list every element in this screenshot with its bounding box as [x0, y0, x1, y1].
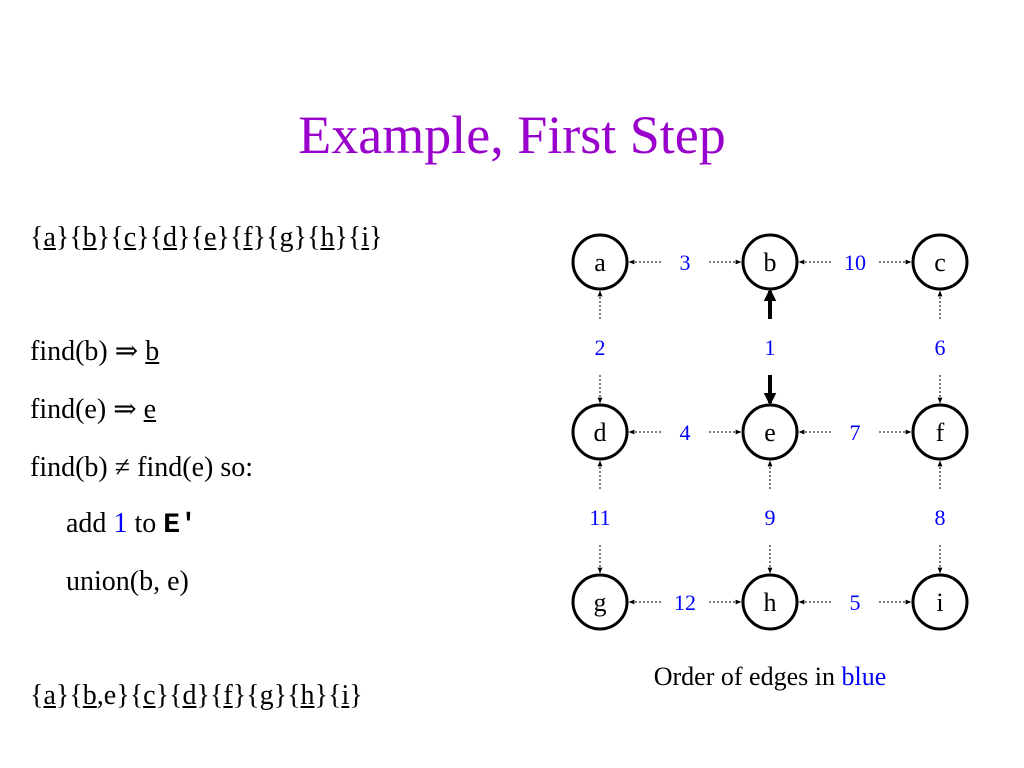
set-element: e	[203, 222, 217, 253]
find-b-line: find(b) ⇒ b	[30, 334, 159, 370]
edge-weight-label: 2	[595, 335, 606, 360]
graph-node-d	[571, 403, 629, 461]
union-line: union(b, e)	[66, 566, 189, 597]
graph-node-label: c	[934, 248, 946, 277]
set-element: i	[361, 222, 370, 253]
set-element: g	[259, 680, 274, 711]
find-e-call: find(e)	[30, 394, 107, 425]
set-element: c	[143, 680, 156, 711]
graph-node-label: i	[936, 588, 943, 617]
graph-node-b	[741, 233, 799, 291]
edge-weight-label: 10	[844, 250, 866, 275]
edge-weight-label: 8	[935, 505, 946, 530]
edge-weight-label: 5	[850, 590, 861, 615]
graph-node-label: b	[764, 248, 777, 277]
graph-node-label: a	[594, 248, 606, 277]
find-b-result: b	[145, 336, 160, 367]
compare-left: find(b)	[30, 452, 108, 483]
graph-node-label: d	[594, 418, 607, 447]
graph-node-f	[911, 403, 969, 461]
add-edge-line: add 1 to E′	[66, 506, 197, 544]
graph-node-i	[911, 573, 969, 631]
compare-line: find(b) ≠ find(e) so:	[30, 450, 253, 486]
set-element: g	[279, 222, 294, 253]
graph-node-g	[571, 573, 629, 631]
implies-symbol: ⇒	[114, 336, 139, 367]
edge-weight-label: 11	[589, 505, 610, 530]
compare-right: find(e) so:	[137, 452, 253, 483]
set-element: a	[43, 222, 56, 253]
set-element: a	[43, 680, 56, 711]
graph-node-label: e	[764, 418, 776, 447]
edge-weight-label: 3	[680, 250, 691, 275]
set-element: f	[243, 222, 253, 253]
graph-node-e	[741, 403, 799, 461]
set-element: b	[82, 222, 97, 253]
set-element: i	[341, 680, 350, 711]
added-edge-weight: 1	[113, 508, 128, 539]
set-element: b	[82, 680, 97, 711]
find-e-result: e	[143, 394, 157, 425]
to-word: to	[134, 508, 157, 539]
set-element: h	[320, 222, 335, 253]
graph-node-c	[911, 233, 969, 291]
graph-node-label: h	[764, 588, 777, 617]
find-b-call: find(b)	[30, 336, 108, 367]
graph-node-a	[571, 233, 629, 291]
edge-weight-label: 12	[674, 590, 696, 615]
graph-node-label: g	[594, 588, 607, 617]
caption-highlight: blue	[841, 662, 887, 691]
set-element: h	[300, 680, 315, 711]
edge-set-name: E′	[163, 510, 197, 541]
implies-symbol: ⇒	[113, 394, 137, 425]
set-after: {a}{b,e}{c}{d}{f}{g}{h}{i}	[30, 680, 363, 711]
edge-weight-label: 7	[850, 420, 861, 445]
set-element: f	[223, 680, 233, 711]
set-element: d	[182, 680, 197, 711]
set-before: {a}{b}{c}{d}{e}{f}{g}{h}{i}	[30, 222, 383, 253]
not-equal-symbol: ≠	[114, 452, 131, 483]
find-e-line: find(e) ⇒ e	[30, 392, 156, 428]
graph-node-label: f	[936, 418, 945, 447]
diagram-caption: Order of edges in blue	[560, 660, 980, 694]
edge-weight-label: 4	[680, 420, 691, 445]
edge-weight-label: 9	[765, 505, 776, 530]
caption-text: Order of edges in	[653, 662, 835, 691]
add-word: add	[66, 508, 107, 539]
graph-diagram: 3 10 2 1 6 4 7 11 9 8 12 5 a b c d e f g h i	[571, 233, 969, 631]
set-element: e	[103, 680, 117, 711]
set-element: d	[163, 222, 178, 253]
set-element: c	[123, 222, 137, 253]
slide-title: Example, First Step	[298, 105, 726, 165]
graph-node-h	[741, 573, 799, 631]
edge-weight-label: 1	[765, 335, 776, 360]
edge-weight-label: 6	[935, 335, 946, 360]
